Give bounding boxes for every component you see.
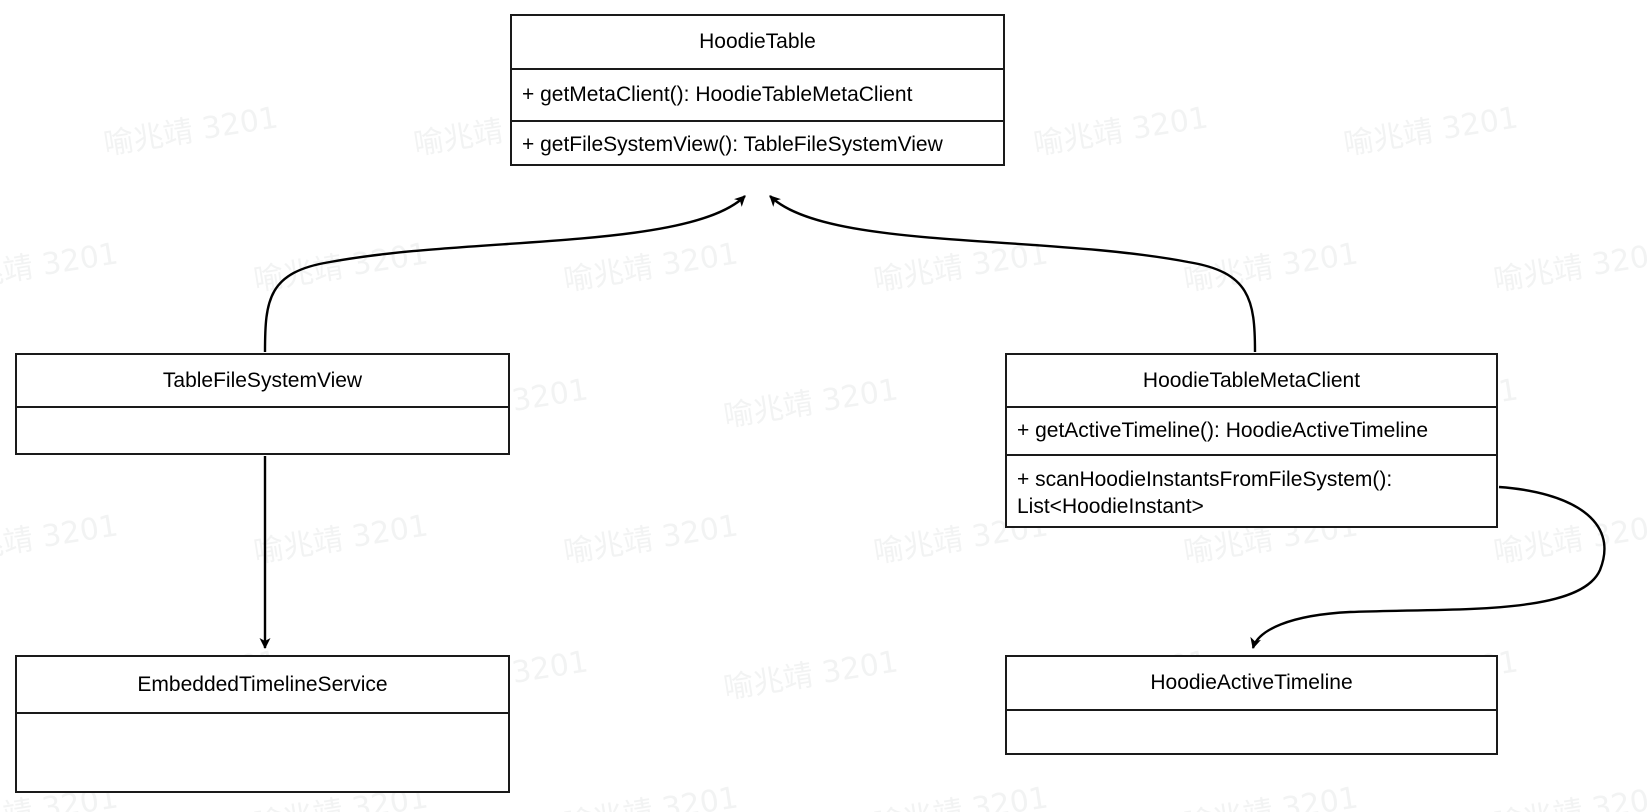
watermark-text: 喻兆靖 3201 xyxy=(1491,236,1650,299)
watermark-text: 喻兆靖 3201 xyxy=(871,236,1051,299)
uml-class-hoodie-table[interactable]: HoodieTable + getMetaClient(): HoodieTabl… xyxy=(510,14,1005,166)
uml-member-hoodie-table-meta-client-1-1: List<HoodieInstant> xyxy=(1017,495,1204,519)
uml-compartment-hoodie-active-timeline-0 xyxy=(1007,709,1496,757)
uml-class-table-file-system-view[interactable]: TableFileSystemView xyxy=(15,353,510,455)
uml-compartment-hoodie-table-meta-client-1: + scanHoodieInstantsFromFileSystem(): Lis… xyxy=(1007,454,1496,530)
watermark-text: 喻兆靖 3201 xyxy=(1491,508,1650,571)
watermark-text: 喻兆靖 3201 xyxy=(251,508,431,571)
uml-class-name-hoodie-active-timeline: HoodieActiveTimeline xyxy=(1150,671,1353,694)
watermark-text: 喻兆靖 3201 xyxy=(561,780,741,812)
watermark-text: 喻兆靖 3201 xyxy=(0,508,121,571)
watermark-text: 喻兆靖 3201 xyxy=(1181,780,1361,812)
uml-compartment-hoodie-table-1: + getFileSystemView(): TableFileSystemVi… xyxy=(512,120,1003,168)
uml-class-name-hoodie-table: HoodieTable xyxy=(699,30,816,53)
watermark-text: 喻兆靖 3201 xyxy=(561,508,741,571)
watermark-text: 喻兆靖 3201 xyxy=(1491,780,1650,812)
watermark-text: 喻兆靖 3201 xyxy=(1181,236,1361,299)
edge-tablefilesystemview-to-hoodietable xyxy=(263,195,746,353)
uml-class-hoodie-active-timeline[interactable]: HoodieActiveTimeline xyxy=(1005,655,1498,755)
uml-compartment-embedded-timeline-service-0 xyxy=(17,712,508,795)
uml-compartment-hoodie-table-0: + getMetaClient(): HoodieTableMetaClient xyxy=(512,68,1003,120)
watermark-text: 喻兆靖 3201 xyxy=(0,236,121,299)
uml-member-hoodie-table-meta-client-1-0: + scanHoodieInstantsFromFileSystem(): xyxy=(1017,468,1393,491)
watermark-text: 喻兆靖 3201 xyxy=(721,644,901,707)
uml-class-name-hoodie-table-meta-client: HoodieTableMetaClient xyxy=(1142,368,1361,392)
uml-member-hoodie-table-1-0: + getFileSystemView(): TableFileSystemVi… xyxy=(522,133,943,156)
watermark-text: 喻兆靖 3201 xyxy=(1341,100,1521,163)
uml-member-hoodie-table-0-0: + getMetaClient(): HoodieTableMetaClient xyxy=(522,83,913,106)
uml-member-hoodie-table-meta-client-0-0: + getActiveTimeline(): HoodieActiveTimel… xyxy=(1017,419,1429,442)
watermark-text: 喻兆靖 3201 xyxy=(251,236,431,299)
watermark-text: 喻兆靖 3201 xyxy=(1031,100,1211,163)
uml-class-name-embedded-timeline-service: EmbeddedTimelineService xyxy=(137,672,388,696)
watermark-text: 喻兆靖 3201 xyxy=(721,372,901,435)
uml-class-embedded-timeline-service[interactable]: EmbeddedTimelineService xyxy=(15,655,510,793)
watermark-text: 喻兆靖 3201 xyxy=(101,100,281,163)
watermark-text: 喻兆靖 3201 xyxy=(561,236,741,299)
edge-metaclient-to-hoodietable xyxy=(769,195,1257,353)
uml-compartment-table-file-system-view-0 xyxy=(17,406,508,457)
watermark-text: 喻兆靖 3201 xyxy=(871,780,1051,812)
uml-class-hoodie-table-meta-client[interactable]: HoodieTableMetaClient + getActiveTimeline… xyxy=(1005,353,1498,528)
uml-compartment-hoodie-table-meta-client-0: + getActiveTimeline(): HoodieActiveTimel… xyxy=(1007,406,1496,454)
uml-class-name-table-file-system-view: TableFileSystemView xyxy=(162,368,363,392)
